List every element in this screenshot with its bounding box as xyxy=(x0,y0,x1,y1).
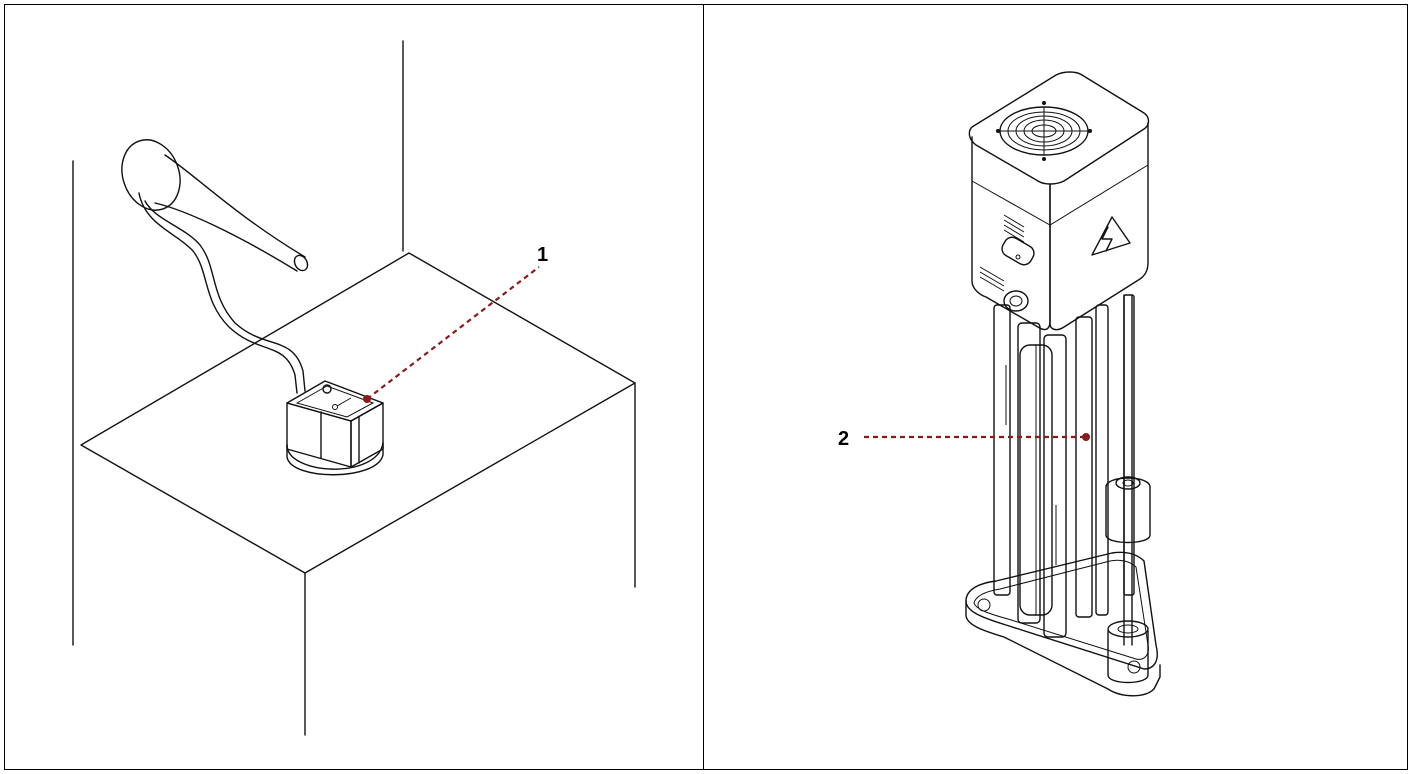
callout-2: 2 xyxy=(838,428,1090,450)
callout-1-label: 1 xyxy=(537,244,548,266)
pump-columns xyxy=(993,294,1135,638)
panel-left: 1 xyxy=(4,4,704,770)
panel-right: 2 xyxy=(703,4,1408,770)
sensor-cable xyxy=(138,192,306,394)
callout-1: 1 xyxy=(363,244,548,403)
callout-2-label: 2 xyxy=(838,428,849,450)
base-plate xyxy=(965,551,1161,697)
pump-illustration: 2 xyxy=(838,71,1161,697)
callout-1-dot xyxy=(363,395,371,403)
fan-grille-icon xyxy=(996,101,1092,161)
box-top-face xyxy=(80,252,636,574)
sensor-illustration: 1 xyxy=(72,40,636,736)
funnel-probe xyxy=(121,139,309,272)
motor-housing xyxy=(968,71,1150,331)
float-switch xyxy=(1105,294,1151,684)
vent-slots xyxy=(979,214,1035,292)
high-voltage-warning-icon xyxy=(1091,216,1131,256)
callout-2-dot xyxy=(1082,433,1090,441)
sensor-unit xyxy=(286,380,384,476)
